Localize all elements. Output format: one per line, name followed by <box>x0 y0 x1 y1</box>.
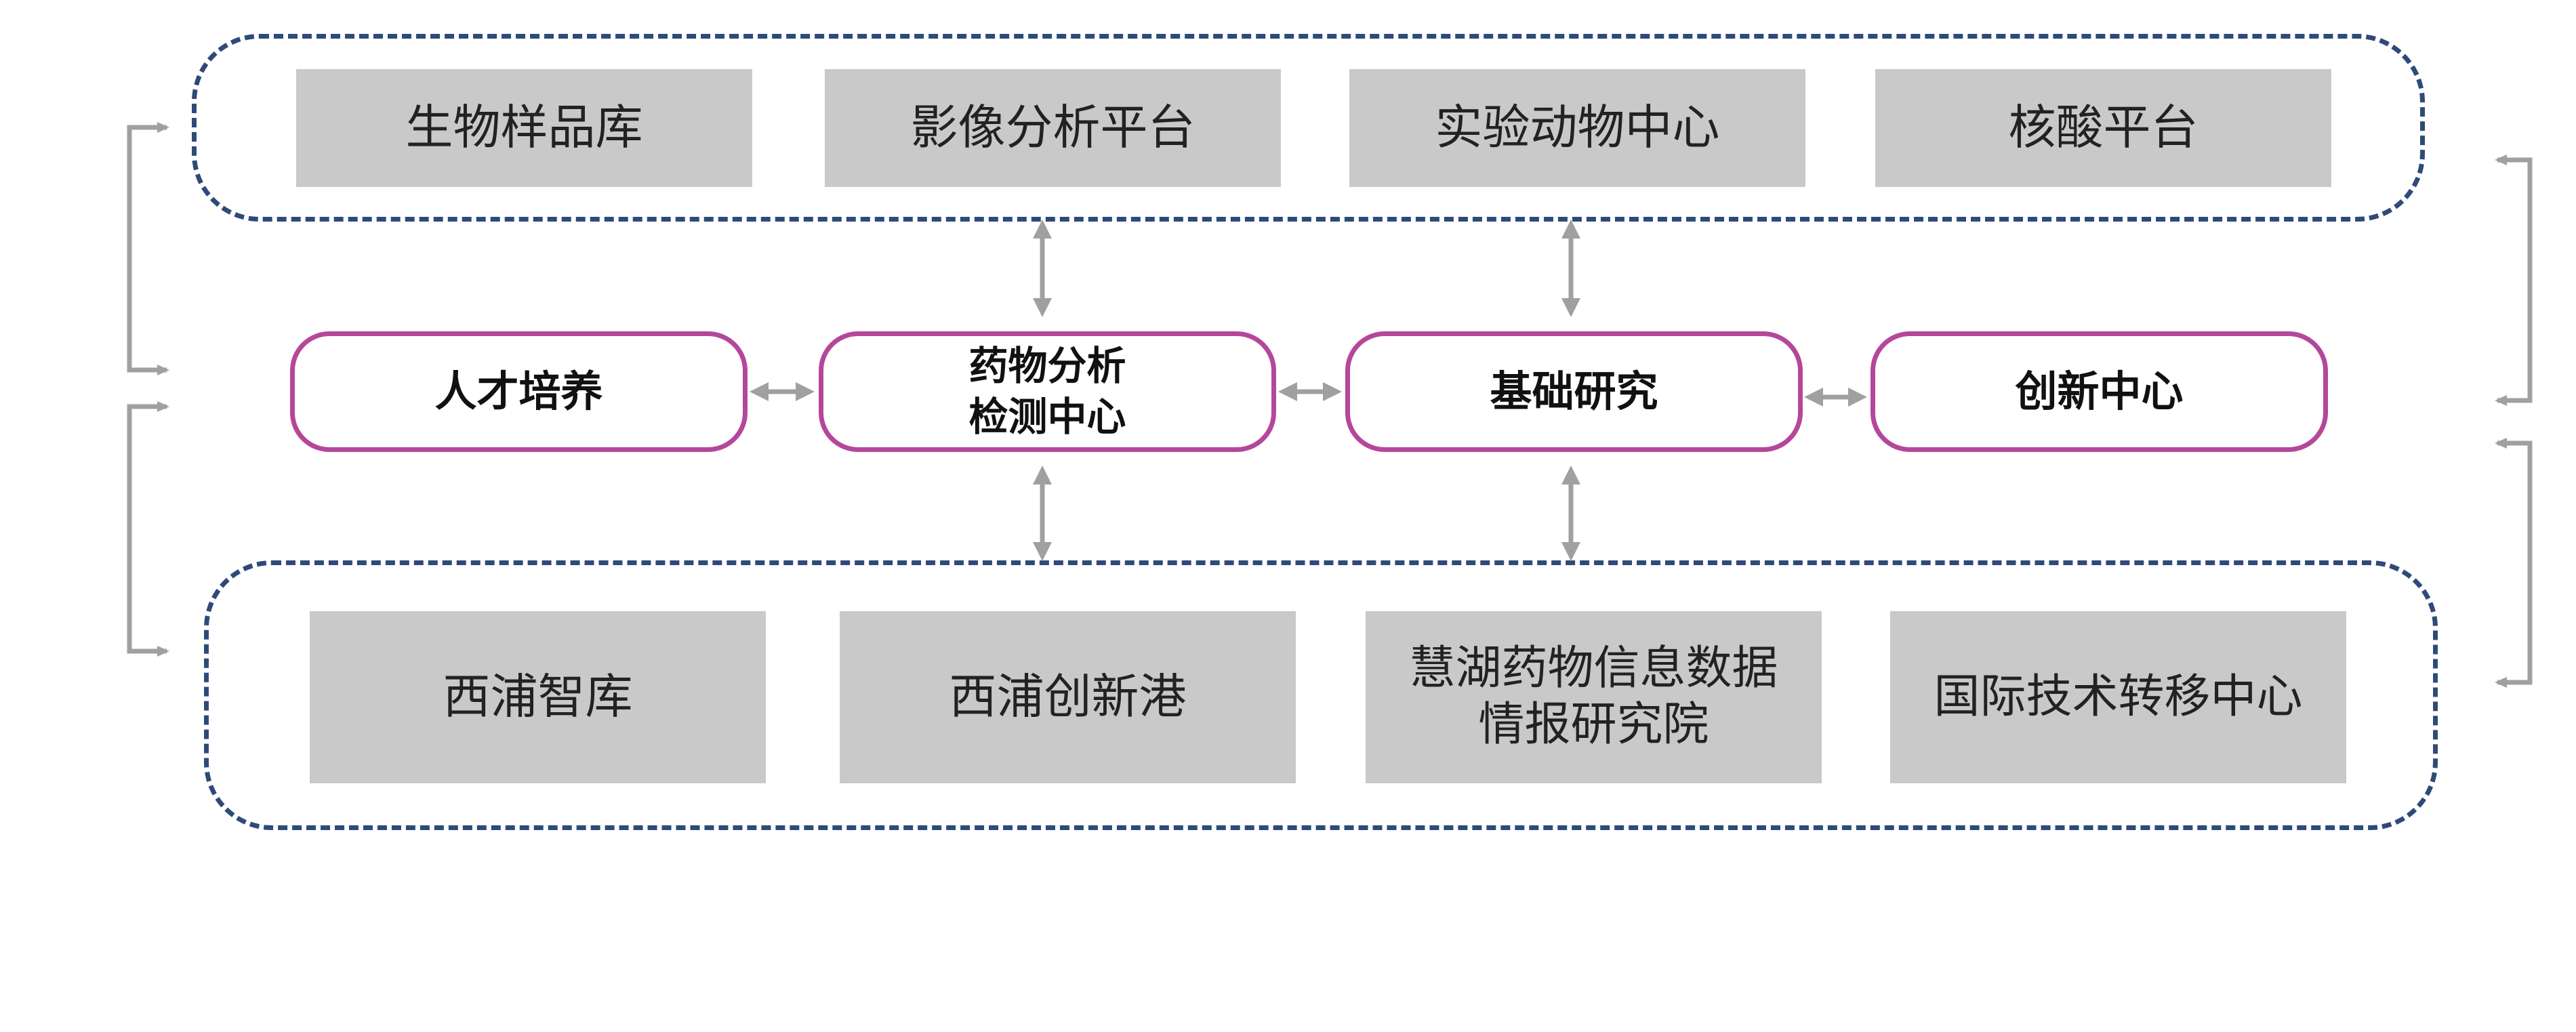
left-bracket-bottom-head-2 <box>157 646 169 657</box>
left-bracket-bottom-head-1 <box>157 401 169 412</box>
animal-center-box: 实验动物中心 <box>1349 69 1805 187</box>
right-bracket-bottom-head-1 <box>2495 438 2507 449</box>
top-platform-group <box>192 34 2425 222</box>
talent-training-label: 人才培养 <box>434 366 603 416</box>
biobank-box: 生物样品库 <box>296 69 752 187</box>
left-bracket-top-head-1 <box>157 122 169 133</box>
basic-research-node: 基础研究 <box>1345 331 1803 452</box>
right-bracket-top-head-2 <box>2495 395 2507 406</box>
xipu-think-tank-box: 西浦智库 <box>310 611 766 783</box>
left-bracket-top <box>127 125 167 373</box>
imaging-analysis-label: 影像分析平台 <box>910 100 1195 156</box>
tech-transfer-center-box: 国际技术转移中心 <box>1890 611 2346 783</box>
animal-center-label: 实验动物中心 <box>1435 100 1720 156</box>
nucleic-acid-label: 核酸平台 <box>2008 100 2199 156</box>
basic-research-label: 基础研究 <box>1490 366 1658 416</box>
huihu-institute-line2: 情报研究院 <box>1478 698 1709 751</box>
drug-analysis-node: 药物分析 检测中心 <box>819 331 1276 452</box>
biobank-label: 生物样品库 <box>405 100 643 156</box>
huihu-institute-box: 慧湖药物信息数据 情报研究院 <box>1366 611 1822 783</box>
tech-transfer-center-label: 国际技术转移中心 <box>1934 669 2303 724</box>
right-bracket-top-head-1 <box>2495 154 2507 165</box>
right-bracket-bottom-head-2 <box>2495 677 2507 688</box>
right-bracket-bottom <box>2497 440 2533 685</box>
drug-analysis-line2: 检测中心 <box>968 394 1126 440</box>
talent-training-node: 人才培养 <box>290 331 748 452</box>
nucleic-acid-box: 核酸平台 <box>1875 69 2331 187</box>
xipu-innovation-port-box: 西浦创新港 <box>840 611 1296 783</box>
bottom-partner-group <box>204 560 2438 830</box>
imaging-analysis-box: 影像分析平台 <box>825 69 1281 187</box>
drug-analysis-line1: 药物分析 <box>968 342 1126 389</box>
left-bracket-top-head-2 <box>157 365 169 375</box>
right-bracket-top <box>2497 157 2533 403</box>
innovation-center-node: 创新中心 <box>1870 331 2328 452</box>
xipu-think-tank-label: 西浦智库 <box>443 669 633 725</box>
left-bracket-bottom <box>127 404 167 654</box>
xipu-innovation-port-label: 西浦创新港 <box>949 669 1187 725</box>
innovation-center-label: 创新中心 <box>2015 366 2184 416</box>
huihu-institute-line1: 慧湖药物信息数据 <box>1409 642 1778 696</box>
